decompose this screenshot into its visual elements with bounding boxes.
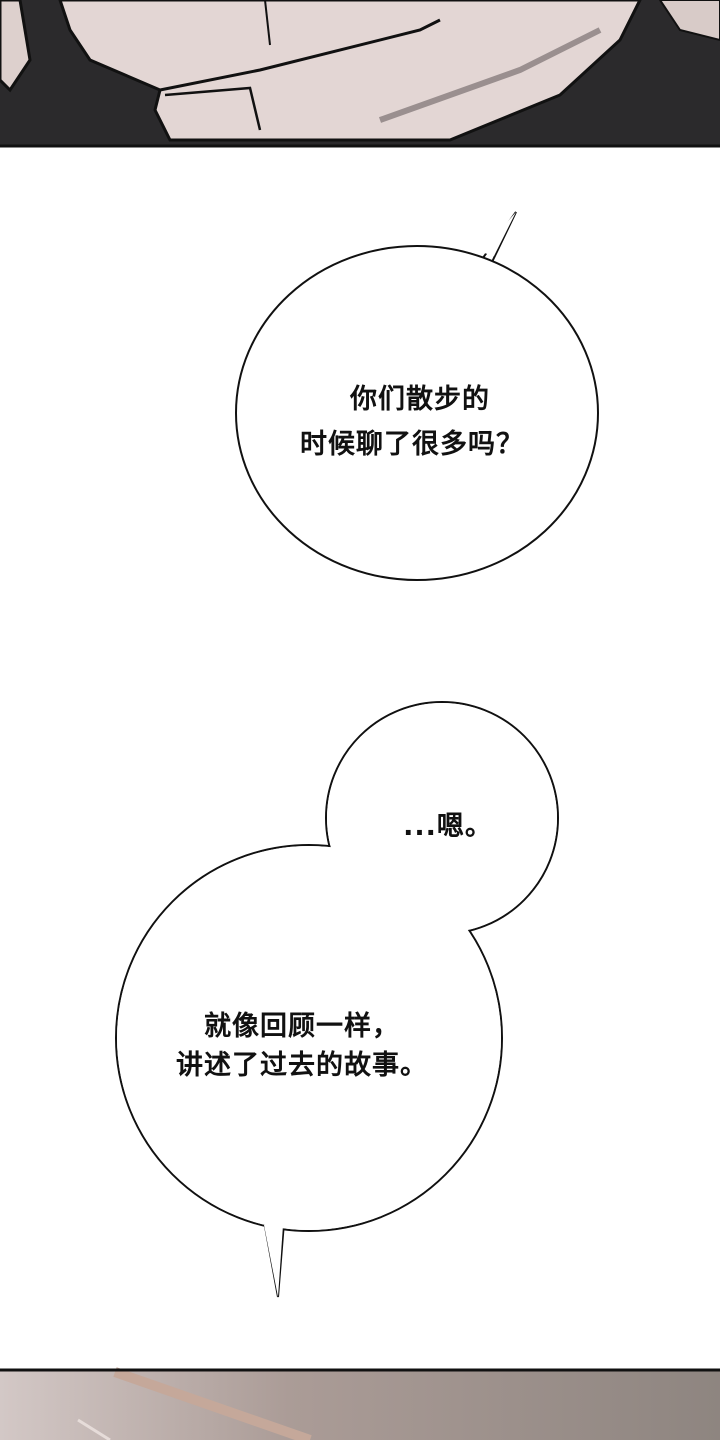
top-panel-hand xyxy=(0,0,720,148)
bubble-3-line-1: 就像回顾一样， xyxy=(204,1011,400,1042)
speech-bubble-2 xyxy=(115,701,559,1298)
bottom-panel-scene xyxy=(0,1367,720,1440)
bubble-3-line-2: 讲述了过去的故事。 xyxy=(176,1050,428,1081)
speech-bubble-1 xyxy=(235,211,599,581)
bubble-1-line-1: 你们散步的 xyxy=(350,384,490,415)
bubble-2-line-1: ...嗯。 xyxy=(403,811,493,842)
bubble-1-line-2: 时候聊了很多吗？ xyxy=(300,429,524,460)
